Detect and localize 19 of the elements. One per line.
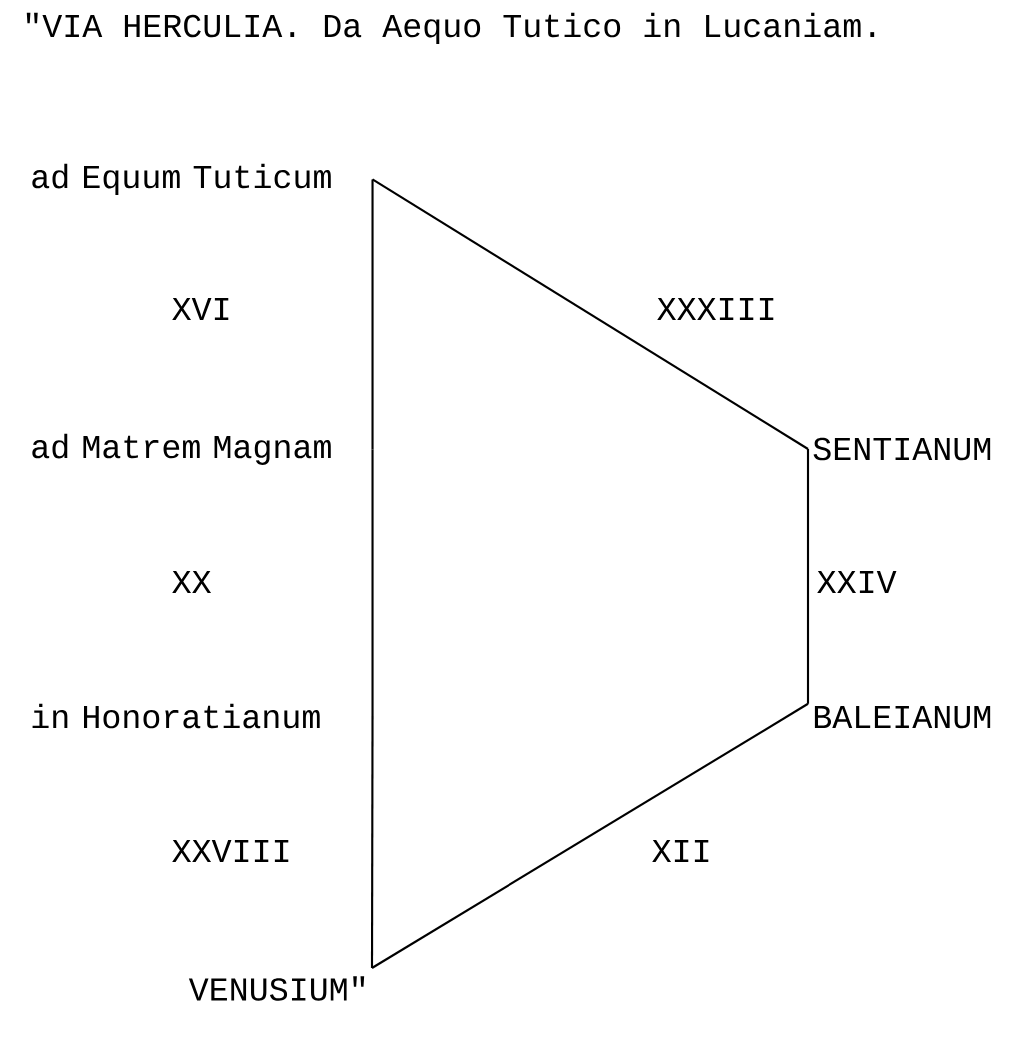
route-line bbox=[371, 449, 374, 717]
place-name: BALEIANUM bbox=[814, 706, 991, 729]
place-name: in Honoratianum bbox=[32, 703, 320, 729]
place-name: ad Matrem Magnam bbox=[32, 433, 331, 465]
route-line bbox=[371, 702, 809, 969]
place-name: SENTIANUM bbox=[813, 437, 991, 461]
distance-label: XVI bbox=[170, 296, 233, 322]
distance-label: XXVIII bbox=[170, 838, 293, 864]
distance-label: XX bbox=[170, 569, 213, 595]
route-line bbox=[370, 716, 374, 968]
route-line bbox=[372, 178, 809, 450]
distance-label: XXXIII bbox=[655, 296, 778, 322]
title: "VIA HERCULIA. Da Aequo Tutico in Lucaniam. bbox=[26, 12, 875, 44]
route-line bbox=[371, 179, 374, 450]
place-name: VENUSIUM" bbox=[188, 976, 365, 1001]
distance-label: XII bbox=[650, 838, 713, 864]
route-line bbox=[806, 449, 810, 704]
distance-label: XXIV bbox=[815, 569, 898, 595]
place-name: ad Equum Tuticum bbox=[32, 163, 331, 195]
